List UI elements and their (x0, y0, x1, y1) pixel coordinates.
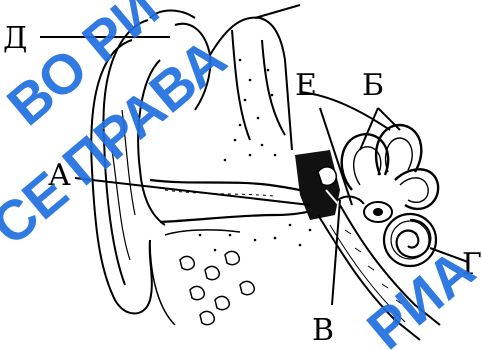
ear-canal (150, 180, 322, 222)
label-v: В (312, 313, 334, 348)
leader-v (332, 200, 340, 305)
label-d: Д (3, 21, 27, 56)
vestibule (338, 197, 392, 222)
label-e: Е (295, 68, 317, 103)
soft-tissue (150, 230, 254, 325)
semicircular-canals (342, 125, 438, 209)
label-b: Б (362, 68, 384, 103)
